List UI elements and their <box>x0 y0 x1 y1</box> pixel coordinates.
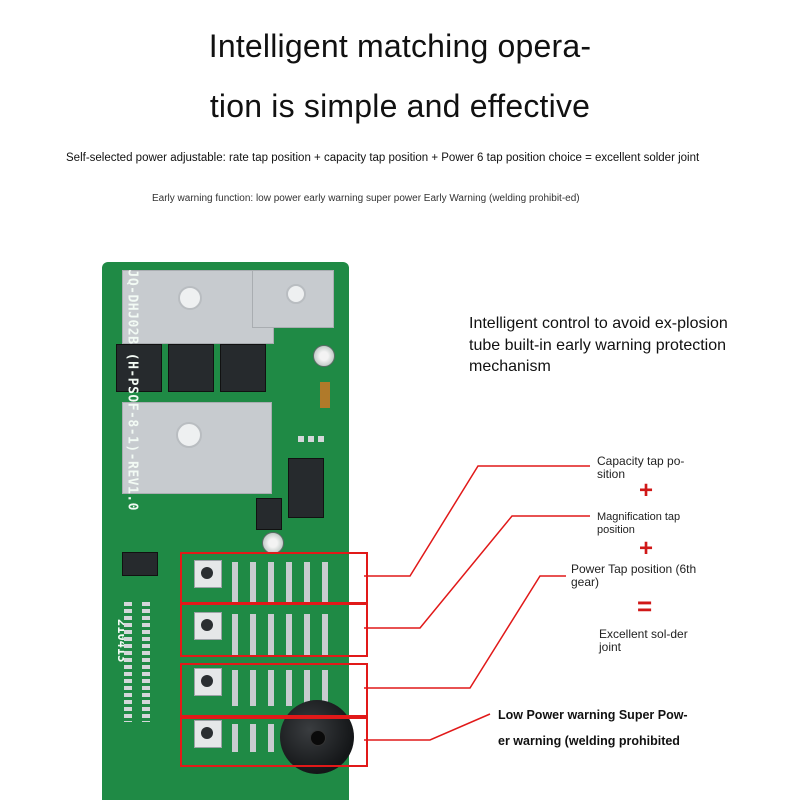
ic-chip <box>122 552 158 576</box>
smd-pad <box>308 436 314 442</box>
headline-line-1: Intelligent matching opera- <box>208 28 592 64</box>
copper-pad <box>122 402 272 494</box>
magnification-tap-button <box>194 612 222 640</box>
magnification-tap-highlight <box>180 603 368 657</box>
pin-header <box>142 602 150 722</box>
capacity-tap-button <box>194 560 222 588</box>
excellent-solder-label: Excellent sol-der joint <box>599 627 688 654</box>
mount-hole <box>176 422 202 448</box>
tap-selector-contacts <box>232 562 332 604</box>
equals-symbol: = <box>637 591 653 621</box>
warning-label-line-2: er warning (welding prohibited <box>498 734 680 748</box>
copper-pad <box>122 270 274 344</box>
plus-symbol: + <box>639 477 654 504</box>
mosfet-chip <box>168 344 214 392</box>
magnification-callout-line <box>364 515 590 629</box>
control-note: Intelligent control to avoid ex-plosion … <box>469 315 728 375</box>
mosfet-chip <box>220 344 266 392</box>
capacity-callout-line <box>364 465 590 577</box>
plus-symbol: + <box>639 535 654 562</box>
warning-label-line-1: Low Power warning Super Pow- <box>498 708 688 722</box>
smd-pad <box>298 436 304 442</box>
power-tap-highlight <box>180 663 368 717</box>
pin-header <box>124 602 132 722</box>
mount-hole <box>178 286 202 310</box>
power-callout-line <box>364 575 566 689</box>
pcb-board-image: JQ-DHJ02B (H-PSOF-8-1)-REV1.0 210413 <box>102 262 349 800</box>
magnification-tap-label: Magnification tap position <box>597 511 681 536</box>
inductor <box>320 382 330 408</box>
mount-hole <box>286 284 306 304</box>
capacity-tap-label: Capacity tap po-sition <box>597 454 685 481</box>
warning-highlight <box>180 717 368 767</box>
power-tap-label: Power Tap position (6th gear) <box>571 562 697 589</box>
buzzer <box>280 700 354 774</box>
early-warning-description: Early warning function: low power early … <box>152 193 580 204</box>
power-adjustable-description: Self-selected power adjustable: rate tap… <box>66 152 700 164</box>
mosfet-chip <box>116 344 162 392</box>
small-chip <box>256 498 282 530</box>
tap-selector-contacts <box>232 614 332 656</box>
smd-pad <box>318 436 324 442</box>
regulator-chip <box>288 458 324 518</box>
electrolytic-capacitor <box>313 345 335 367</box>
power-tap-button <box>194 668 222 696</box>
warning-button <box>194 720 222 748</box>
warning-callout-line <box>364 713 491 741</box>
headline-line-2: tion is simple and effective <box>209 88 591 124</box>
